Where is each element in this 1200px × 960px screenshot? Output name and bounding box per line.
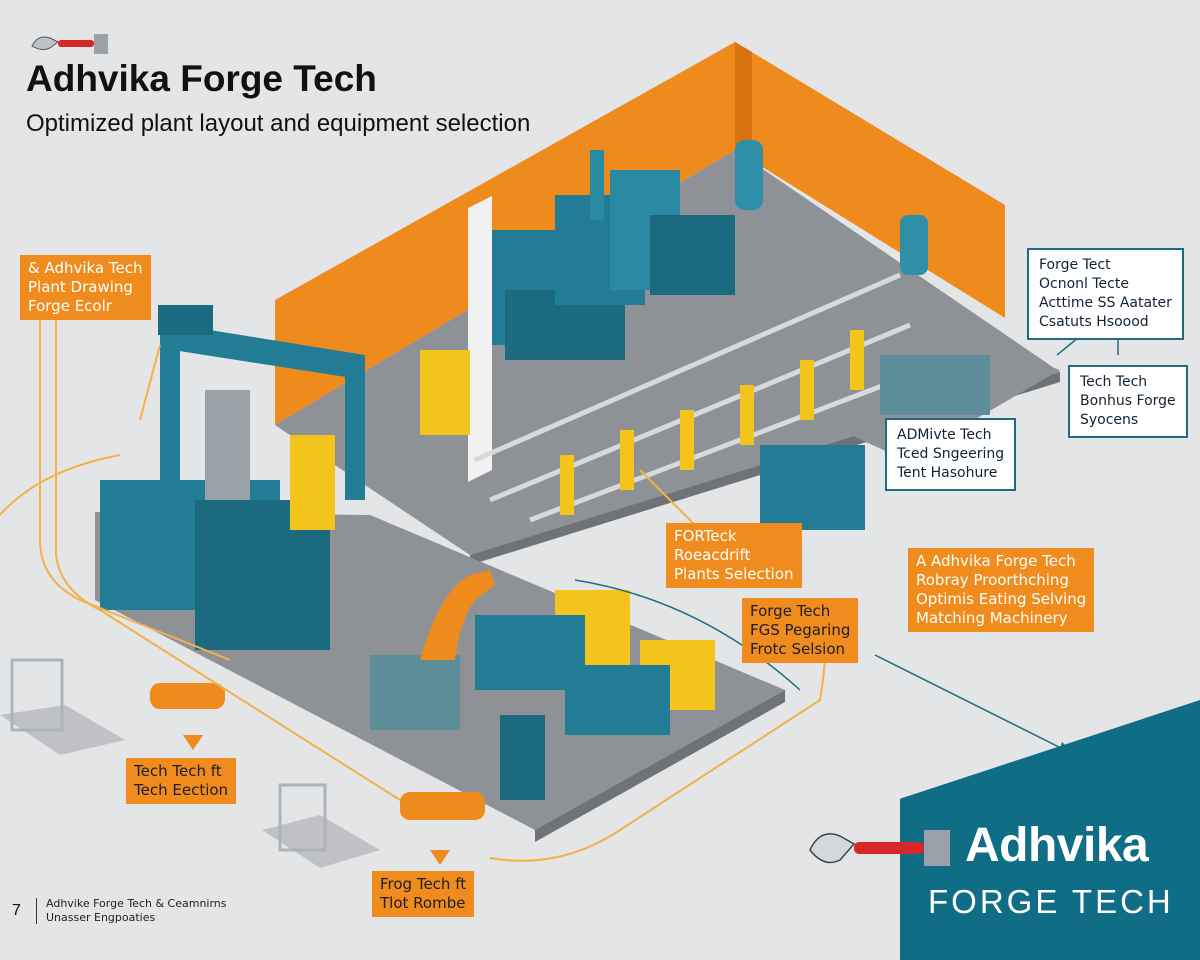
callout-plant-drawing: & Adhvika Tech Plant Drawing Forge Ecolr	[20, 255, 151, 320]
info-line: Tent Hasohure	[897, 465, 998, 481]
callout-line: Matching Machinery	[916, 609, 1068, 627]
flow-arrows	[183, 735, 450, 865]
page-subtitle: Optimized plant layout and equipment sel…	[26, 110, 531, 137]
robot-arm	[420, 570, 495, 660]
gantry-crane	[158, 305, 365, 525]
callout-line: Forge Tech	[750, 602, 831, 620]
info-line: Tech Tech	[1080, 374, 1148, 390]
footer-text: Adhvike Forge Tech & Ceamnirns Unasser E…	[46, 897, 227, 925]
coupler-2	[400, 792, 485, 820]
callout-line: Roeacdrift	[674, 546, 751, 564]
callout-line: Robray Proorthching	[916, 571, 1069, 589]
brand-logo-large-icon	[809, 830, 950, 866]
brand-logo-icon	[31, 34, 108, 54]
callout-plants-selection: FORTeck Roeacdrift Plants Selection	[666, 523, 802, 588]
callout-line: Tech Tech ft	[134, 762, 222, 780]
page-number: 7	[12, 902, 21, 919]
hall-wall-shade	[735, 42, 752, 160]
coupler-1	[150, 683, 225, 709]
info-line: Syocens	[1080, 412, 1139, 428]
info-line: Csatuts Hsoood	[1039, 314, 1149, 330]
callout-line: Forge Ecolr	[28, 297, 112, 315]
info-box-forge-systems: Tech Tech Bonhus Forge Syocens	[1068, 365, 1188, 438]
callout-line: Frog Tech ft	[380, 875, 467, 893]
callout-frog-tech: Frog Tech ft Tlot Rombe	[372, 871, 475, 917]
callout-line: FORTeck	[674, 527, 737, 545]
callout-matching-machinery: A Adhvika Forge Tech Robray Proorthching…	[908, 548, 1095, 632]
small-stations	[0, 658, 380, 868]
footer-line: Adhvike Forge Tech & Ceamnirns	[46, 897, 227, 910]
side-platform-machines	[880, 355, 990, 415]
partition-wall	[468, 196, 492, 482]
callout-tech-selection: Tech Tech ft Tech Eection	[126, 758, 237, 804]
footer-line: Unasser Engpoaties	[46, 911, 156, 924]
info-box-engineering: ADMivte Tech Tced Sngeering Tent Hasohur…	[885, 418, 1017, 491]
info-line: Acttime SS Aatater	[1039, 295, 1172, 311]
callout-line: Plants Selection	[674, 565, 794, 583]
side-blower-unit	[760, 445, 865, 530]
info-line: Forge Tect	[1039, 257, 1111, 273]
callout-line: Optimis Eating Selving	[916, 590, 1087, 608]
callout-line: Tech Eection	[134, 781, 229, 799]
callout-line: Frotc Selsion	[750, 640, 846, 658]
callout-forge-tech: Forge Tech FGS Pegaring Frotc Selsion	[742, 598, 859, 663]
forging-press	[100, 390, 335, 650]
brand-subtitle: FORGE TECH	[928, 883, 1174, 920]
press-line-machines	[420, 140, 928, 435]
info-line: Ocnonl Tecte	[1039, 276, 1129, 292]
assembly-line-fixtures	[560, 330, 864, 515]
callout-line: & Adhvika Tech	[28, 259, 143, 277]
info-line: Bonhus Forge	[1080, 393, 1176, 409]
callout-line: A Adhvika Forge Tech	[916, 552, 1076, 570]
info-line: ADMivte Tech	[897, 427, 992, 443]
front-presses	[370, 590, 715, 800]
brand-name: Adhvika	[965, 819, 1149, 872]
callout-line: FGS Pegaring	[750, 621, 851, 639]
hall-wall-right	[735, 42, 1005, 318]
callout-line: Plant Drawing	[28, 278, 133, 296]
footer-divider	[36, 898, 37, 924]
page-title: Adhvika Forge Tech	[26, 58, 377, 99]
info-line: Tced Sngeering	[897, 446, 1005, 462]
callout-line: Tlot Rombe	[380, 894, 466, 912]
info-box-forge-tect: Forge Tect Ocnonl Tecte Acttime SS Aatat…	[1027, 248, 1184, 340]
front-floor-edge	[535, 690, 785, 842]
